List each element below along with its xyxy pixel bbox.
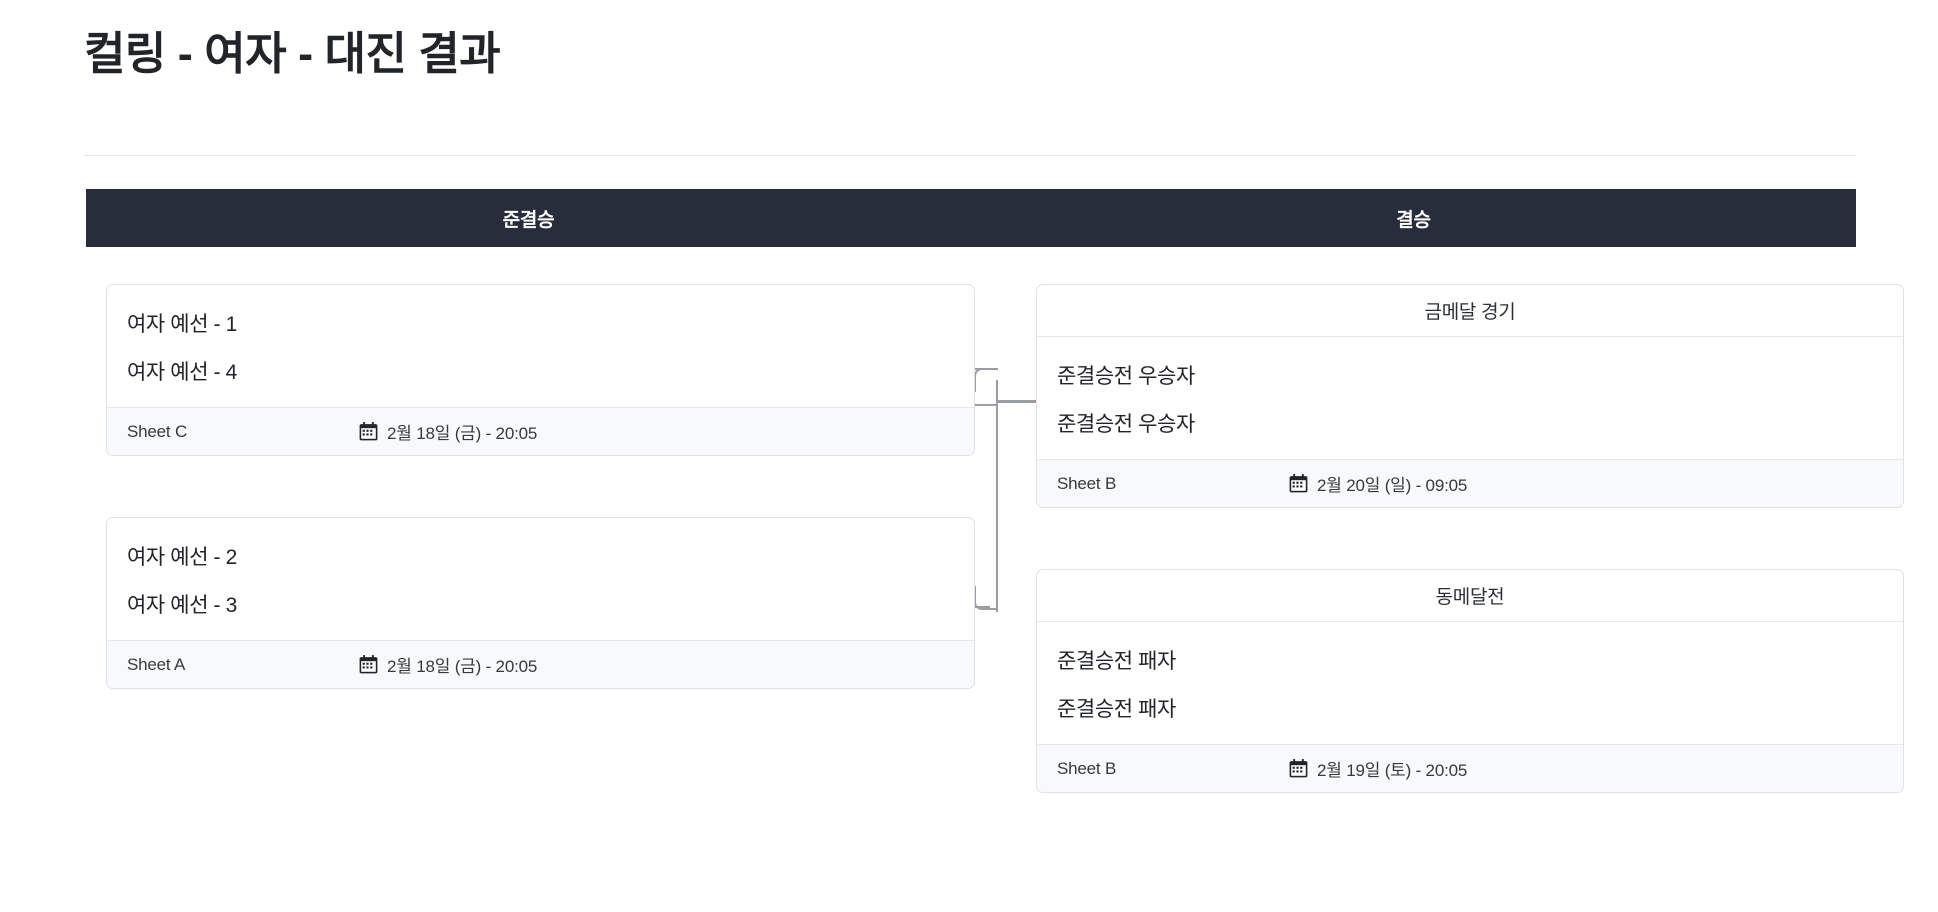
match-title-gold-medal: 금메달 경기 (1037, 285, 1903, 337)
match-teams-semifinal-2: 여자 예선 - 2 여자 예선 - 3 (107, 518, 974, 640)
calendar-icon (1289, 474, 1308, 493)
connector-corner-bottom (974, 586, 998, 610)
calendar-icon (1289, 759, 1308, 778)
match-date-text: 2월 20일 (일) - 09:05 (1317, 476, 1468, 495)
team-row: 준결승전 우승자 (1057, 365, 1195, 388)
sheet-label: Sheet A (127, 654, 186, 674)
connector-spine (996, 380, 998, 612)
connector-arm-bottom (966, 606, 990, 608)
match-datetime: 2월 20일 (일) - 09:05 (1289, 471, 1467, 496)
connector-arm-top (966, 368, 990, 370)
match-date-text: 2월 18일 (금) - 20:05 (387, 424, 538, 443)
match-card-bronze-medal[interactable]: 동메달전 준결승전 패자 준결승전 패자 Sheet B (1036, 569, 1904, 793)
team-row: 여자 예선 - 3 (127, 594, 237, 617)
match-card-semifinal-2[interactable]: 여자 예선 - 2 여자 예선 - 3 Sheet A (106, 517, 975, 689)
team-row: 여자 예선 - 4 (127, 361, 237, 384)
team-row: 준결승전 패자 (1057, 650, 1176, 673)
match-footer-gold-medal: Sheet B (1037, 459, 1903, 507)
sheet-label: Sheet B (1057, 473, 1117, 493)
match-footer-semifinal-2: Sheet A (107, 640, 974, 688)
page-title: 컬링 - 여자 - 대진 결과 (84, 28, 501, 79)
sheet-label: Sheet C (127, 421, 188, 441)
match-footer-bronze-medal: Sheet B (1037, 744, 1903, 792)
sheet-label: Sheet B (1057, 758, 1117, 778)
match-date-text: 2월 18일 (금) - 20:05 (387, 657, 538, 676)
match-datetime: 2월 18일 (금) - 20:05 (359, 652, 537, 677)
round-header-bar: 준결승 결승 (86, 189, 1856, 247)
match-card-gold-medal[interactable]: 금메달 경기 준결승전 우승자 준결승전 우승자 Sheet B (1036, 284, 1904, 508)
match-title-bronze-medal: 동메달전 (1037, 570, 1903, 622)
round-header-semifinal: 준결승 (502, 209, 555, 231)
calendar-icon (359, 422, 378, 441)
team-row: 준결승전 패자 (1057, 698, 1176, 721)
match-footer-semifinal-1: Sheet C (107, 407, 974, 455)
match-datetime: 2월 19일 (토) - 20:05 (1289, 756, 1467, 781)
match-date-text: 2월 19일 (토) - 20:05 (1317, 761, 1468, 780)
connector-stub-top (972, 404, 998, 406)
connector-corner-top (974, 368, 998, 392)
round-header-final: 결승 (1396, 209, 1431, 231)
team-row: 준결승전 우승자 (1057, 413, 1195, 436)
team-row: 여자 예선 - 2 (127, 546, 237, 569)
calendar-icon (359, 655, 378, 674)
connector-out-gold (996, 400, 1038, 403)
title-divider (84, 155, 1856, 156)
match-teams-gold-medal: 준결승전 우승자 준결승전 우승자 (1037, 337, 1903, 459)
match-datetime: 2월 18일 (금) - 20:05 (359, 419, 537, 444)
match-teams-bronze-medal: 준결승전 패자 준결승전 패자 (1037, 622, 1903, 744)
match-card-semifinal-1[interactable]: 여자 예선 - 1 여자 예선 - 4 Sheet C (106, 284, 975, 456)
team-row: 여자 예선 - 1 (127, 313, 237, 336)
match-teams-semifinal-1: 여자 예선 - 1 여자 예선 - 4 (107, 285, 974, 407)
